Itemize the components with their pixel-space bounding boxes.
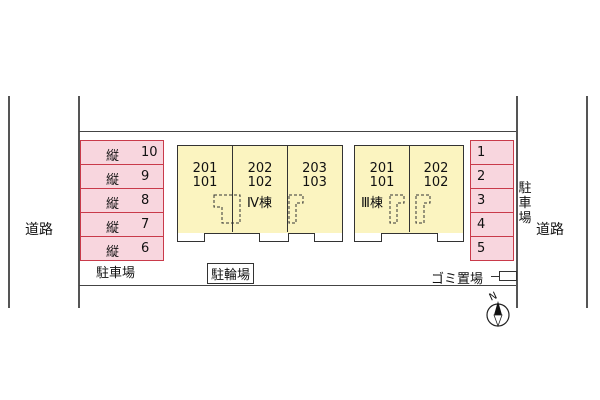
unit-lower-number: 101 [369, 175, 395, 190]
parking-space: 縦 7 [80, 212, 164, 237]
parking-space-number: 6 [141, 241, 150, 256]
parking-space-prefix: 縦 [106, 221, 120, 236]
right-road-label: 道路 [536, 222, 564, 238]
parking-space: 3 [470, 188, 514, 213]
parking-space-number: 9 [141, 169, 150, 184]
balcony-stub [437, 233, 464, 242]
building-iii-name: Ⅲ棟 [361, 196, 383, 211]
parking-space-number: 7 [141, 217, 150, 232]
garbage-box [499, 271, 517, 281]
unit-upper-number: 202 [247, 161, 273, 176]
unit-lower-number: 102 [423, 175, 449, 190]
building-iv-body: 201 101 202 102 203 103 [177, 145, 343, 234]
balcony-stub [177, 233, 205, 242]
parking-space-number: 4 [477, 217, 486, 232]
unit: 201 101 [178, 146, 233, 232]
balcony-stub [354, 233, 382, 242]
unit-upper-number: 202 [423, 161, 449, 176]
parking-space: 縦 8 [80, 188, 164, 213]
parking-space: 縦 10 [80, 140, 164, 165]
parking-space: 2 [470, 164, 514, 189]
garbage-connector [491, 276, 499, 277]
unit-lower-number: 103 [302, 175, 327, 190]
compass-n-label: N [488, 290, 499, 303]
left-road-label: 道路 [25, 222, 53, 238]
parking-space-number: 5 [477, 241, 486, 256]
bicycle-parking-label: 駐輪場 [207, 263, 255, 284]
unit: 201 101 [355, 146, 410, 232]
parking-space-number: 10 [141, 145, 158, 160]
site-boundary [79, 131, 516, 286]
unit-upper-number: 203 [302, 161, 327, 176]
parking-space-number: 3 [477, 193, 486, 208]
parking-right-label: 駐車場 [518, 181, 532, 226]
unit: 203 103 [288, 146, 341, 232]
left-road-line [8, 96, 10, 308]
unit: 202 102 [233, 146, 288, 232]
parking-space-prefix: 縦 [106, 149, 120, 164]
parking-space: 1 [470, 140, 514, 165]
parking-space: 5 [470, 236, 514, 261]
parking-space-prefix: 縦 [106, 197, 120, 212]
compass-south-arrow-icon [493, 314, 503, 328]
unit-lower-number: 102 [247, 175, 273, 190]
garbage-label: ゴミ置場 [431, 272, 484, 287]
parking-space-prefix: 縦 [106, 245, 120, 260]
unit: 202 102 [410, 146, 462, 232]
balcony-stub [259, 233, 289, 242]
unit-upper-number: 201 [369, 161, 395, 176]
parking-space: 4 [470, 212, 514, 237]
parking-space-number: 2 [477, 169, 486, 184]
parking-space: 縦 9 [80, 164, 164, 189]
left-site-line [78, 96, 80, 308]
building-iii-body: 201 101 202 102 [354, 145, 464, 234]
parking-left-label: 駐車場 [96, 266, 136, 281]
balcony-stub [314, 233, 343, 242]
building-iv-name: Ⅳ棟 [247, 196, 272, 211]
right-road-line [586, 96, 588, 308]
compass: N [486, 290, 510, 328]
parking-space-number: 8 [141, 193, 150, 208]
parking-space-number: 1 [477, 145, 486, 160]
right-site-line [516, 96, 518, 308]
unit-lower-number: 101 [192, 175, 218, 190]
parking-space: 縦 6 [80, 236, 164, 261]
unit-upper-number: 201 [192, 161, 218, 176]
compass-north-arrow-icon [494, 301, 502, 315]
parking-space-prefix: 縦 [106, 173, 120, 188]
